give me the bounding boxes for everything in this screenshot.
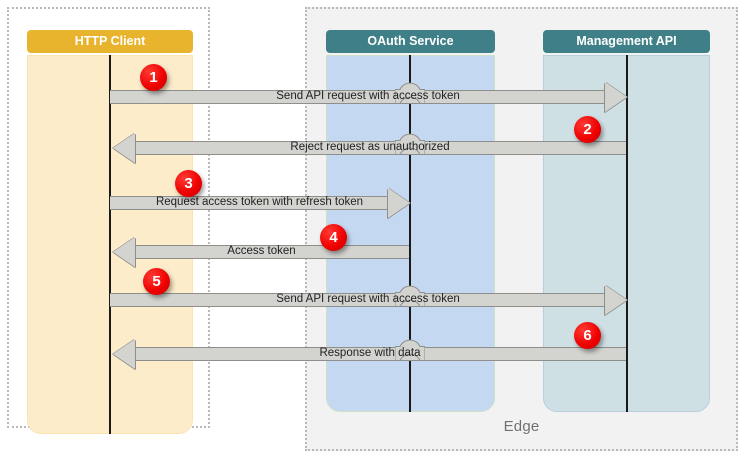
arrowhead-left-4 xyxy=(113,237,135,267)
message-arrow-5[interactable]: Send API request with access token xyxy=(110,285,627,315)
lifeline-spine-management-api xyxy=(626,55,628,412)
arrowhead-right-1 xyxy=(605,82,627,112)
edge-group-label: Edge xyxy=(503,418,540,435)
message-bar-2 xyxy=(134,141,626,155)
message-label-3: Request access token with refresh token xyxy=(155,196,364,208)
lifeline-header-http-client[interactable]: HTTP Client xyxy=(27,30,193,53)
arrowhead-right-5 xyxy=(605,285,627,315)
arrowhead-left-2 xyxy=(113,133,135,163)
message-bar-5 xyxy=(110,293,606,307)
arrowhead-left-6 xyxy=(113,339,135,369)
message-arrow-2[interactable]: Reject request as unauthorized xyxy=(113,133,626,163)
message-arrow-1[interactable]: Send API request with access token xyxy=(110,82,627,112)
message-arrow-4[interactable]: Access token xyxy=(113,237,409,267)
step-badge-3: 3 xyxy=(175,170,202,197)
step-badge-2: 2 xyxy=(574,116,601,143)
step-badge-1: 1 xyxy=(140,64,167,91)
message-arrow-6[interactable]: Response with data xyxy=(113,339,626,369)
lifeline-header-oauth-service[interactable]: OAuth Service xyxy=(326,30,495,53)
message-label-2: Reject request as unauthorized xyxy=(290,141,450,153)
message-bar-1 xyxy=(110,90,606,104)
lifeline-header-management-api[interactable]: Management API xyxy=(543,30,710,53)
message-label-6: Response with data xyxy=(319,347,421,359)
message-label-5: Send API request with access token xyxy=(276,293,460,305)
lifeline-spine-oauth-service xyxy=(409,55,411,412)
lifeline-spine-http-client xyxy=(109,55,111,434)
step-badge-6: 6 xyxy=(574,322,601,349)
message-label-4: Access token xyxy=(227,245,296,257)
step-badge-4: 4 xyxy=(320,224,347,251)
message-bar-3 xyxy=(110,196,389,210)
step-badge-5: 5 xyxy=(143,268,170,295)
message-bar-6 xyxy=(134,347,626,361)
message-arrow-3[interactable]: Request access token with refresh token xyxy=(110,188,410,218)
arrowhead-right-3 xyxy=(388,188,410,218)
message-label-1: Send API request with access token xyxy=(276,90,460,102)
